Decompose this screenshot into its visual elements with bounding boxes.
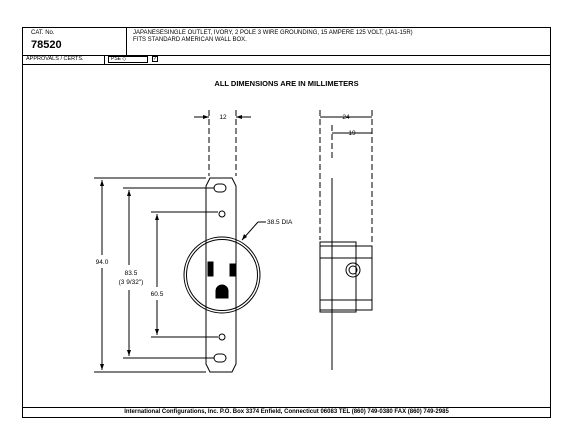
pse-diamond-icon: ◇ [122,56,127,62]
dim-inner-height: 60.5 [151,291,164,298]
catalog-cell: CAT. No. 78520 [23,28,127,55]
mounting-strap [205,177,237,373]
slot-left [207,261,214,277]
top-slot [213,183,227,193]
approvals-row: APPROVALS / CERTS. PSE ◇ ✓ [23,55,550,65]
description-line-1: JAPANESESINGLE OUTLET, IVORY, 2 POLE 3 W… [133,30,413,36]
side-body [319,241,357,313]
dim-side-width: 24 [342,114,350,121]
cat-number: 78520 [31,39,62,51]
side-screw [345,262,361,278]
check-icon: ✓ [152,56,158,62]
dimensions-note: ALL DIMENSIONS ARE IN MILLIMETERS [214,79,359,88]
dim-top-width: 12 [219,114,227,121]
product-description: JAPANESESINGLE OUTLET, IVORY, 2 POLE 3 W… [133,30,413,44]
dim-overall-height: 94.0 [96,259,109,266]
receptacle-face [183,236,261,314]
cat-no-label: CAT. No. [31,30,55,36]
dim-side-depth: 19 [348,130,356,137]
bottom-screw [218,333,226,341]
pse-text: PSE [111,56,122,62]
dim-face-diameter: 38.5 DIA [267,219,293,226]
top-screw [218,210,226,218]
company-footer: International Configurations, Inc. P.O. … [23,407,550,417]
approvals-label: APPROVALS / CERTS. [23,55,105,64]
dim-mount-centers: 83.5 [125,270,138,277]
ground-hole [215,284,229,299]
slot-right [229,263,236,277]
title-block: CAT. No. 78520 JAPANESESINGLE OUTLET, IV… [23,28,550,56]
dim-mount-centers-inch: (3 9/32") [119,279,144,286]
description-line-2: FITS STANDARD AMERICAN WALL BOX. [133,37,247,43]
pse-badge: PSE ◇ [108,56,148,63]
drawing-sheet: CAT. No. 78520 JAPANESESINGLE OUTLET, IV… [22,27,551,418]
bottom-slot [213,353,227,363]
